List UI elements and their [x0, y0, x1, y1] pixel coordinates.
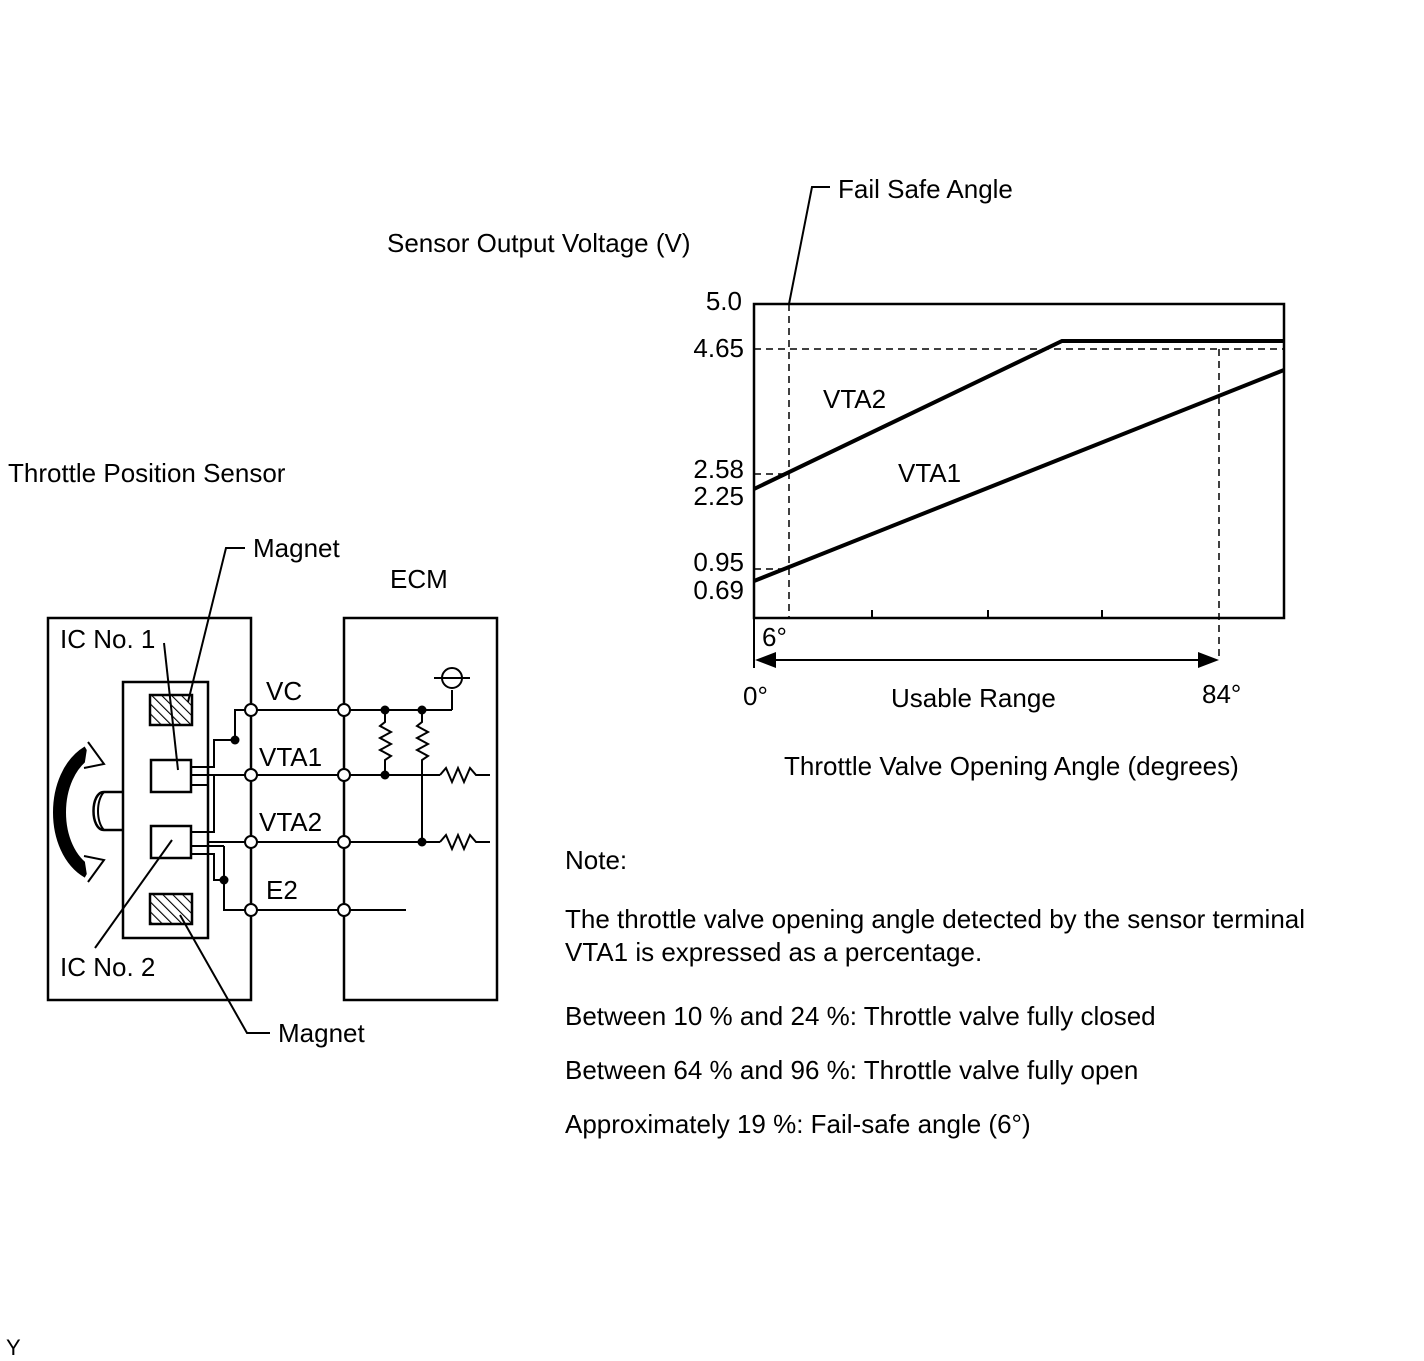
- note-line-2: VTA1 is expressed as a percentage.: [565, 937, 983, 967]
- note-item-closed: Between 10 % and 24 %: Throttle valve fu…: [565, 1001, 1156, 1031]
- ecm-label: ECM: [390, 564, 448, 594]
- y-tick-2-58: 2.58: [693, 454, 744, 484]
- x-axis-ticks: [871, 610, 1103, 618]
- ic2-leader: [94, 839, 173, 949]
- y-tick-0-69: 0.69: [693, 575, 744, 605]
- terminal-vta2: VTA2: [259, 807, 322, 837]
- magnet-top-label: Magnet: [253, 533, 340, 563]
- usable-range-arrow: [753, 618, 1219, 668]
- fail-safe-label: Fail Safe Angle: [838, 174, 1013, 204]
- ic1-chip: [149, 758, 193, 794]
- usable-range-label: Usable Range: [891, 683, 1056, 713]
- ic2-chip: [149, 824, 193, 860]
- harness-wires: [251, 709, 344, 911]
- ecm-internal-circuit: [350, 667, 490, 911]
- ic2-label: IC No. 2: [60, 952, 155, 982]
- sensor-internal-wiring: [192, 709, 251, 911]
- y-tick-5-0: 5.0: [706, 286, 742, 316]
- note-heading: Note:: [565, 845, 628, 875]
- sensor-housing: [46, 616, 253, 1002]
- terminal-e2: E2: [266, 875, 298, 905]
- reference-dashes: [754, 304, 1284, 660]
- series-vta2-label: VTA2: [823, 384, 886, 414]
- magnet-bottom-label: Magnet: [278, 1018, 365, 1048]
- note-item-failsafe: Approximately 19 %: Fail-safe angle (6°): [565, 1109, 1031, 1139]
- ecm-box: [342, 616, 499, 1002]
- corner-mark: Y: [6, 1335, 21, 1360]
- terminal-pins: [244, 703, 351, 917]
- plot-frame: [752, 302, 1286, 620]
- x-tick-end: 84°: [1202, 679, 1241, 709]
- sensor-title: Throttle Position Sensor: [8, 458, 286, 488]
- y-tick-0-95: 0.95: [693, 547, 744, 577]
- terminal-vc: VC: [266, 676, 302, 706]
- series-vta1-label: VTA1: [898, 458, 961, 488]
- x-axis-title: Throttle Valve Opening Angle (degrees): [784, 751, 1239, 781]
- rotation-arrow-icon: [53, 741, 123, 883]
- y-tick-2-25: 2.25: [693, 481, 744, 511]
- terminal-vta1: VTA1: [259, 742, 322, 772]
- magnet-bottom-leader: [179, 914, 270, 1034]
- magnet-bottom: [148, 892, 194, 926]
- magnet-top-leader: [187, 547, 245, 703]
- y-tick-4-65: 4.65: [693, 333, 744, 363]
- ic1-leader: [163, 642, 179, 771]
- series-vta2-line: [753, 339, 1284, 491]
- x-tick-start: 0°: [743, 681, 768, 711]
- ic1-label: IC No. 1: [60, 624, 155, 654]
- fail-angle-label: 6°: [762, 622, 787, 652]
- note-item-open: Between 64 % and 96 %: Throttle valve fu…: [565, 1055, 1139, 1085]
- y-axis-title: Sensor Output Voltage (V): [387, 228, 691, 258]
- series-vta1-line: [753, 368, 1285, 583]
- note-line-1: The throttle valve opening angle detecte…: [565, 904, 1306, 934]
- fail-safe-leader: [788, 186, 830, 305]
